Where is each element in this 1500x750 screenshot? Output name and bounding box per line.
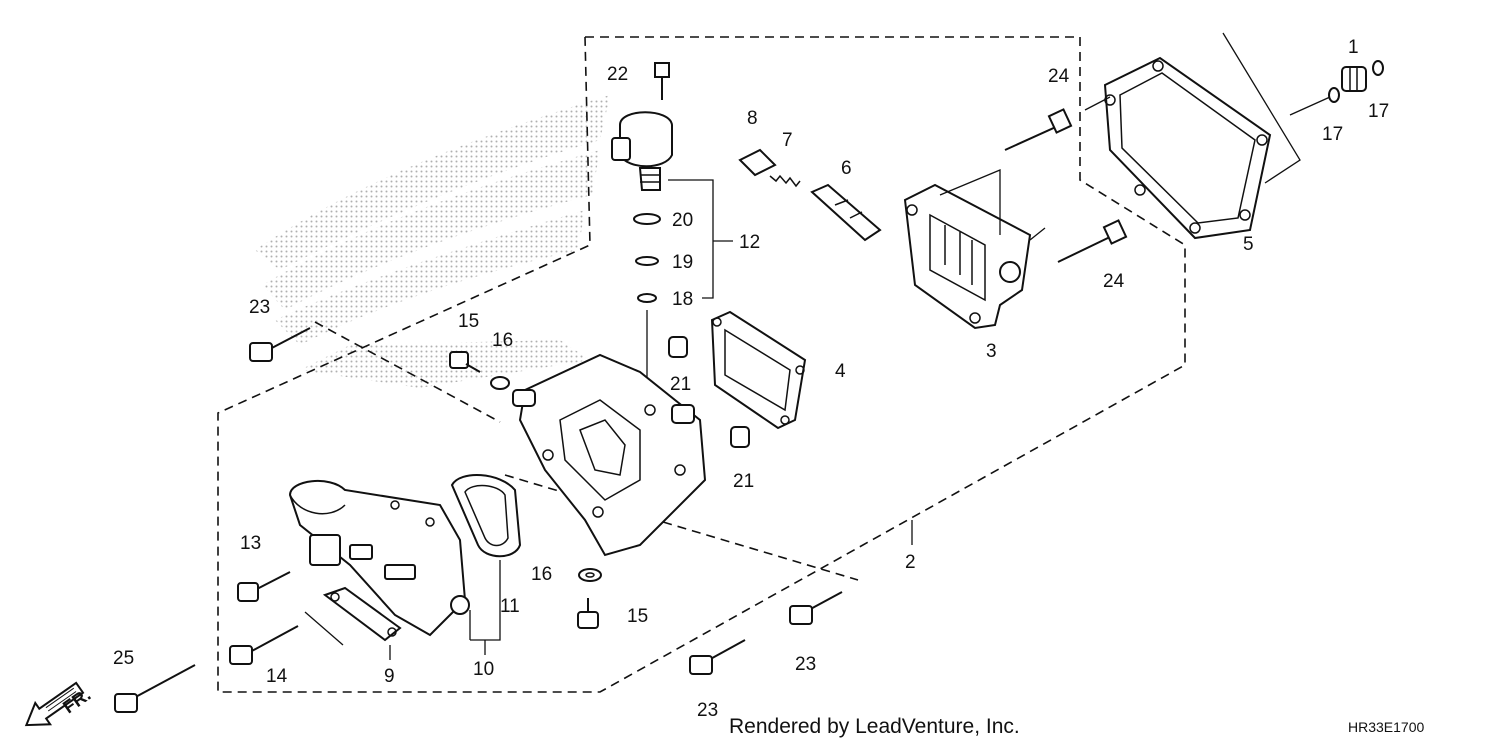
bolt-24-upper xyxy=(1004,108,1073,151)
callout-19: 19 xyxy=(672,252,693,273)
gasket-5 xyxy=(1084,32,1301,240)
callout-7: 7 xyxy=(782,130,793,151)
callout-14: 14 xyxy=(266,666,288,687)
spring-7 xyxy=(769,174,801,188)
callout-23-lower-left: 23 xyxy=(697,700,718,721)
callout-6: 6 xyxy=(841,158,852,179)
callout-17-right: 17 xyxy=(1368,101,1389,122)
caption: Rendered by LeadVenture, Inc. xyxy=(729,715,1020,738)
callout-21-lower: 21 xyxy=(733,471,754,492)
callout-11: 11 xyxy=(500,596,520,617)
callout-24-lower: 24 xyxy=(1103,271,1125,292)
honda-wing-watermark xyxy=(255,95,610,388)
callout-2: 2 xyxy=(905,552,916,573)
callout-23-upper: 23 xyxy=(249,297,270,318)
callout-labels: 1 17 17 24 5 24 3 22 8 7 6 20 19 18 12 4… xyxy=(113,37,1389,721)
valve-body-2 xyxy=(512,353,707,557)
plug-15-upper xyxy=(449,351,481,373)
washer-16-upper xyxy=(490,376,510,390)
callout-16-upper: 16 xyxy=(492,330,513,351)
callout-3: 3 xyxy=(986,341,997,362)
dowel-21-upper xyxy=(668,336,688,358)
callout-15-upper: 15 xyxy=(458,311,479,332)
callout-25: 25 xyxy=(113,648,134,669)
bolt-14 xyxy=(229,625,299,665)
bolt-23-upper xyxy=(249,327,311,362)
callout-24-upper: 24 xyxy=(1048,66,1070,87)
callout-12: 12 xyxy=(739,232,760,253)
callout-5: 5 xyxy=(1243,234,1254,255)
bolt-23-lower-left xyxy=(689,639,746,675)
front-arrow-icon xyxy=(24,681,85,727)
callout-17-left: 17 xyxy=(1322,124,1343,145)
callout-8: 8 xyxy=(747,108,758,129)
diagram-code: HR33E1700 xyxy=(1348,719,1424,735)
plug-1 xyxy=(1289,60,1384,116)
callout-4: 4 xyxy=(835,361,846,382)
callout-1: 1 xyxy=(1348,37,1359,58)
callout-10: 10 xyxy=(473,659,494,680)
callout-9: 9 xyxy=(384,666,395,687)
bracket-9 xyxy=(304,586,402,660)
solenoid-10 xyxy=(288,479,470,637)
callout-23-lower-right: 23 xyxy=(795,654,816,675)
bolt-23-lower-right xyxy=(789,591,843,625)
callout-21-upper: 21 xyxy=(670,374,691,395)
plug-15-lower xyxy=(577,598,599,629)
valve-body-3 xyxy=(903,169,1046,330)
front-marker: FR. xyxy=(59,684,94,717)
callout-15-lower: 15 xyxy=(627,606,648,627)
bolt-25 xyxy=(114,664,196,713)
dowel-21-lower xyxy=(730,426,750,448)
solenoid-12 xyxy=(611,62,733,410)
plate-8 xyxy=(738,148,777,177)
callout-18: 18 xyxy=(672,289,693,310)
callout-22: 22 xyxy=(607,64,628,85)
callout-16-lower: 16 xyxy=(531,564,552,585)
gasket-11 xyxy=(450,473,522,655)
spool-6 xyxy=(810,183,882,242)
washer-16-lower xyxy=(578,568,602,582)
bolt-24-lower xyxy=(1057,219,1128,263)
callout-13: 13 xyxy=(240,533,261,554)
callout-20: 20 xyxy=(672,210,693,231)
bolt-13 xyxy=(237,571,291,602)
gasket-4 xyxy=(710,310,807,430)
